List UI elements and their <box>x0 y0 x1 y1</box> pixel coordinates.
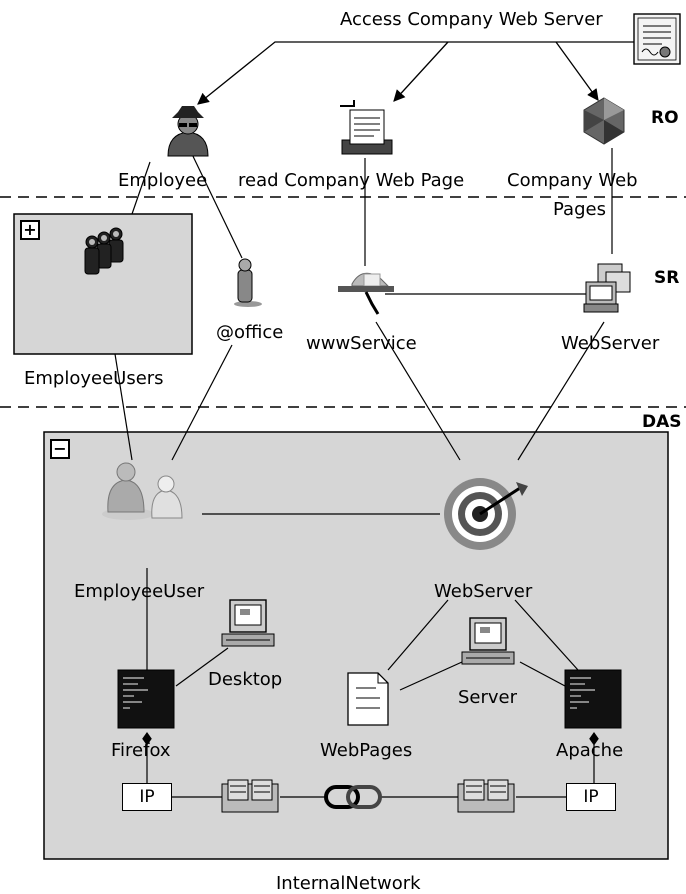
ro-arrows <box>197 41 636 105</box>
expand-button[interactable]: + <box>20 220 40 240</box>
link-desktop-firefox <box>175 647 229 687</box>
user-group-icon[interactable] <box>84 227 124 275</box>
gem-icon[interactable] <box>583 97 625 145</box>
employee-users-label: EmployeeUsers <box>24 368 164 389</box>
company-web-pages-label-line2: Pages <box>553 199 606 220</box>
terminal-icon[interactable] <box>117 669 175 729</box>
computer-icon[interactable] <box>461 617 515 665</box>
layer-label-sr: SR <box>654 268 680 288</box>
sr-web-server-label: WebServer <box>561 333 660 354</box>
internal-network-label: InternalNetwork <box>276 873 421 894</box>
apache-label: Apache <box>556 740 624 761</box>
link-webpages-server <box>399 661 463 691</box>
www-service-label: wwwService <box>306 333 417 354</box>
das-web-server-label: WebServer <box>434 581 533 602</box>
read-page-label: read Company Web Page <box>238 170 465 191</box>
connections <box>114 148 613 798</box>
server-label: Server <box>458 687 518 708</box>
link-webserver-apache <box>514 599 579 671</box>
user-figures-icon[interactable] <box>102 462 183 520</box>
network-switch-icon[interactable] <box>221 779 279 813</box>
access-server-label: Access Company Web Server <box>340 9 603 30</box>
arrow-to-company-web-pages <box>555 41 599 101</box>
spy-user-icon[interactable] <box>167 106 209 157</box>
arrow-to-read-page <box>393 41 449 102</box>
arrow-to-employee <box>197 41 636 105</box>
link-webserver-sr-das <box>517 321 605 461</box>
firefox-label: Firefox <box>111 740 171 761</box>
layer-label-das: DAS <box>642 412 682 432</box>
chain-link-icon[interactable] <box>324 785 382 809</box>
employee-label: Employee <box>118 170 208 191</box>
collapse-button[interactable]: − <box>50 439 70 459</box>
person-icon[interactable] <box>234 258 262 307</box>
layer-label-ro: RO <box>651 108 679 128</box>
link-employee-employeeusers <box>131 161 151 215</box>
terminal-icon[interactable] <box>564 669 622 729</box>
server-cluster-icon[interactable] <box>583 263 631 313</box>
desktop-label: Desktop <box>208 669 283 690</box>
ip-left-box[interactable]: IP <box>122 783 172 811</box>
service-tray-icon[interactable] <box>338 272 394 315</box>
ip-right-box[interactable]: IP <box>566 783 616 811</box>
company-web-pages-label: Company Web <box>507 170 638 191</box>
network-switch-icon[interactable] <box>457 779 515 813</box>
link-employee-office <box>189 149 243 259</box>
employee-user-label: EmployeeUser <box>74 581 205 602</box>
target-icon[interactable] <box>444 478 528 550</box>
document-machine-icon[interactable] <box>340 100 393 155</box>
web-pages-label: WebPages <box>320 740 413 761</box>
link-webserver-webpages <box>387 599 449 671</box>
link-wwwservice-webserver-das <box>375 321 461 461</box>
link-office-employeeuser <box>171 344 233 461</box>
data-file-icon[interactable] <box>347 672 389 726</box>
office-label: @office <box>216 322 284 343</box>
computer-icon[interactable] <box>221 599 275 647</box>
certificate-icon[interactable] <box>633 13 681 65</box>
link-server-apache <box>519 661 566 687</box>
link-employeeusers-employeeuser <box>114 353 133 461</box>
